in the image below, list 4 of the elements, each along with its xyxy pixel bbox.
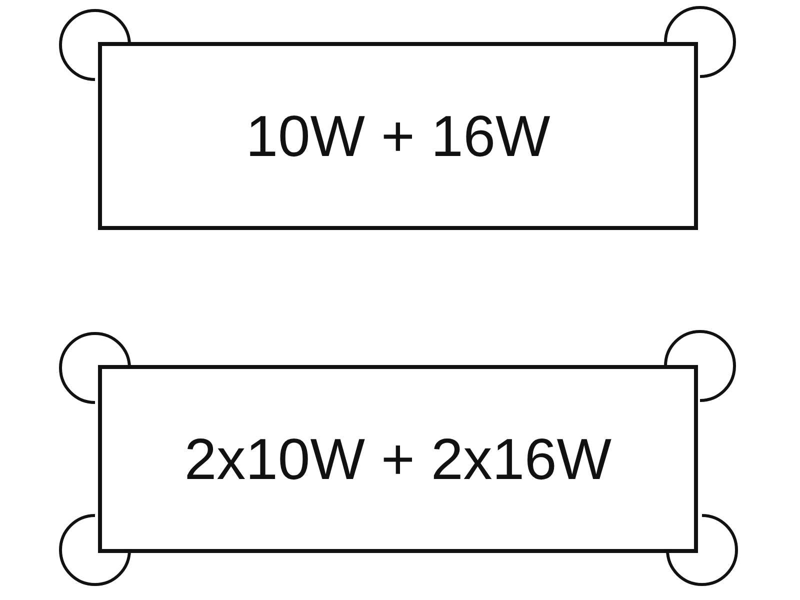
wattage-label: 10W + 16W: [246, 102, 550, 170]
load-box: [98, 365, 698, 553]
wattage-label: 2x10W + 2x16W: [184, 426, 612, 492]
load-box: [98, 42, 698, 230]
